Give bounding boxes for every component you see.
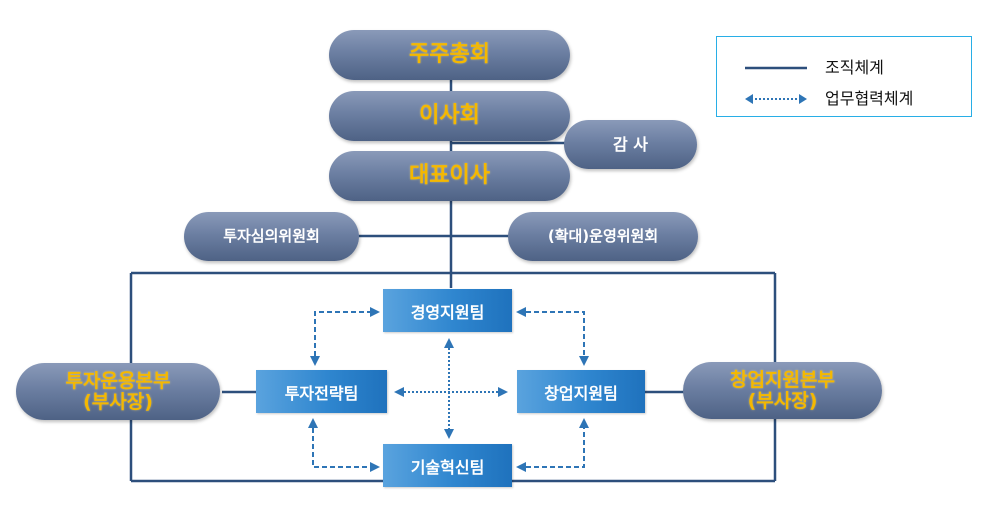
management-support-team-node: 경영지원팀 — [383, 289, 512, 332]
operating-committee-node: (확대)운영위원회 — [508, 212, 698, 261]
legend-label-coop: 업무협력체계 — [825, 89, 914, 108]
coop-arrow-strategy-mgmt — [310, 307, 380, 366]
coop-arrow-mgmt-startup — [516, 307, 589, 366]
investment-division-sub: (부사장) — [83, 390, 153, 413]
investment-strategy-team-label: 투자전략팀 — [284, 383, 359, 403]
shareholders-meeting-label: 주주총회 — [409, 41, 490, 67]
legend-label-org: 조직체계 — [825, 58, 884, 77]
board-label: 이사회 — [419, 102, 480, 128]
startup-division-name: 창업지원본부 — [730, 368, 835, 391]
shareholders-meeting-node: 주주총회 — [329, 30, 570, 80]
coop-arrow-strategy-tech — [308, 418, 380, 472]
coop-arrow-tech-startup — [516, 418, 589, 472]
legend-item-org: 조직체계 — [717, 56, 971, 80]
investment-division-name: 투자운용본부 — [65, 369, 171, 392]
ceo-node: 대표이사 — [329, 151, 570, 201]
legend: 조직체계 업무협력체계 — [716, 36, 972, 117]
investment-review-committee-node: 투자심의위원회 — [184, 212, 359, 261]
tech-innovation-team-label: 기술혁신팀 — [410, 457, 485, 477]
legend-item-coop: 업무협력체계 — [717, 87, 971, 111]
investment-strategy-team-node: 투자전략팀 — [256, 370, 387, 413]
dotted-double-arrow-icon — [745, 94, 807, 104]
startup-support-team-label: 창업지원팀 — [544, 383, 618, 403]
management-support-team-label: 경영지원팀 — [410, 302, 485, 322]
startup-support-team-node: 창업지원팀 — [517, 370, 645, 413]
investment-review-committee-label: 투자심의위원회 — [223, 227, 320, 246]
startup-division-sub: (부사장) — [747, 389, 818, 412]
board-node: 이사회 — [329, 91, 570, 141]
auditor-label: 감 사 — [612, 134, 648, 154]
startup-division-node: 창업지원본부 (부사장) — [683, 362, 882, 419]
auditor-node: 감 사 — [564, 120, 697, 169]
tech-innovation-team-node: 기술혁신팀 — [383, 444, 512, 487]
operating-committee-label: (확대)운영위원회 — [547, 227, 659, 246]
ceo-label: 대표이사 — [409, 162, 490, 188]
investment-division-node: 투자운용본부 (부사장) — [16, 363, 220, 420]
solid-line-icon — [745, 66, 807, 70]
